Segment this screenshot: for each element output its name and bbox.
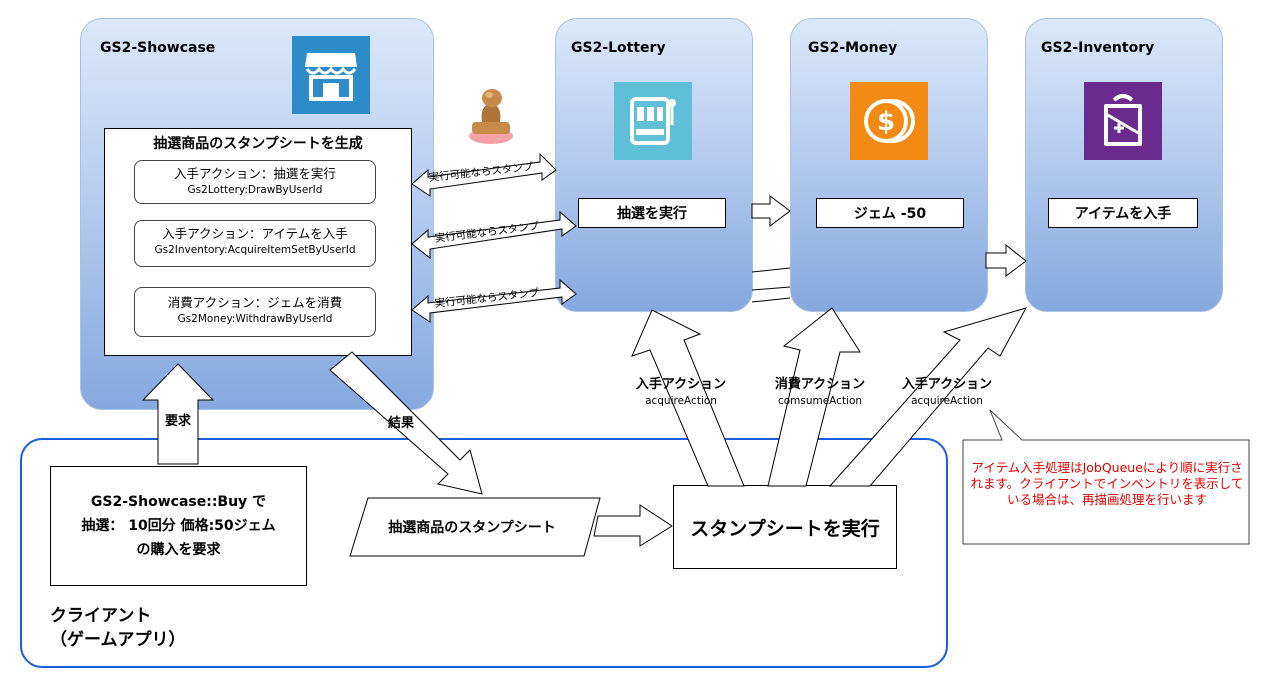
buy-request-box: GS2-Showcase::Buy で 抽選： 10回分 価格:50ジェム の購… [50, 466, 307, 586]
result-label: 結果 [388, 416, 415, 431]
execute-stamp-sheet-label: スタンプシートを実行 [690, 517, 880, 540]
request-label: 要求 [165, 414, 192, 429]
slot-machine-icon [614, 82, 692, 160]
stamp-arrow-3 [411, 278, 577, 323]
money-action-label: ジェム -50 [853, 206, 927, 222]
buy-request-line2: 抽選： 10回分 価格:50ジェム [81, 518, 276, 534]
stamp-item-withdraw: 消費アクション：ジェムを消費 Gs2Money:WithdrawByUserId [134, 287, 376, 337]
lottery-title: GS2-Lottery [571, 40, 666, 56]
backpack-icon [1084, 82, 1162, 160]
stamp-item-withdraw-method: Gs2Money:WithdrawByUserId [177, 313, 333, 325]
execute-stamp-sheet-box: スタンプシートを実行 [673, 485, 897, 569]
buy-request-line3: の購入を要求 [136, 542, 221, 558]
inventory-action-box: アイテムを入手 [1048, 198, 1198, 228]
coin-icon: $ [850, 82, 928, 160]
client-area [20, 438, 948, 668]
money-panel [790, 18, 988, 312]
stamp-item-withdraw-label: 消費アクション：ジェムを消費 [167, 295, 343, 310]
inventory-panel [1025, 18, 1223, 312]
buy-request-line1: GS2-Showcase::Buy で [90, 494, 267, 510]
acquire-action-inventory: 入手アクション acquireAction [892, 376, 1002, 410]
lottery-action-label: 抽選を実行 [617, 206, 687, 222]
stamp-arrow-2 [411, 210, 577, 260]
stamp-icon [462, 86, 520, 150]
acquire-action-inventory-sub: acquireAction [911, 395, 983, 407]
lottery-panel [555, 18, 753, 312]
execute-to-inventory-arrow [828, 307, 1028, 487]
stamp-sheet-label: 抽選商品のスタンプシート [388, 520, 556, 536]
acquire-action-inventory-label: 入手アクション [901, 377, 993, 392]
client-label-line1: クライアント [50, 606, 152, 626]
stamp-item-acquire-label: 入手アクション：アイテムを入手 [162, 226, 348, 241]
note-callout-shape [962, 409, 1250, 545]
note-text: アイテム入手処理はJobQueueにより順に実行されます。クライアントでインベン… [970, 460, 1244, 507]
consume-action-money: 消費アクション comsumeAction [762, 376, 878, 410]
svg-text:$: $ [877, 107, 895, 137]
consume-action-money-label: 消費アクション [774, 377, 866, 392]
money-to-inventory-arrow [985, 243, 1027, 277]
stamp-item-draw-method: Gs2Lottery:DrawByUserId [187, 184, 323, 196]
acquire-action-lottery-sub: acquireAction [645, 395, 717, 407]
showcase-title: GS2-Showcase [100, 40, 216, 56]
execute-to-money-arrow [767, 307, 861, 487]
lottery-to-money-arrow [751, 195, 791, 227]
storefront-icon [292, 36, 370, 114]
result-arrow [329, 351, 483, 495]
acquire-action-lottery: 入手アクション acquireAction [626, 376, 736, 410]
request-arrow [141, 363, 215, 465]
money-title: GS2-Money [808, 40, 898, 56]
client-label-line2: （ゲームアプリ） [50, 630, 186, 650]
stamp-sheet-generation-title: 抽選商品のスタンプシートを生成 [153, 136, 363, 152]
lottery-inventory-line-1 [751, 267, 791, 273]
stamp-sheet-shape [349, 497, 601, 557]
lottery-action-box: 抽選を実行 [578, 198, 726, 228]
consume-action-money-sub: comsumeAction [777, 395, 863, 407]
stamp-item-draw-label: 入手アクション：抽選を実行 [174, 166, 336, 181]
inventory-action-label: アイテムを入手 [1074, 206, 1172, 222]
stamp-item-acquire-method: Gs2Inventory:AcquireItemSetByUserId [154, 244, 356, 256]
sheet-to-execute-arrow [593, 504, 673, 547]
client-label: クライアント （ゲームアプリ） [50, 604, 186, 652]
execute-to-lottery-arrow [631, 309, 745, 487]
stamp-item-acquire: 入手アクション：アイテムを入手 Gs2Inventory:AcquireItem… [134, 220, 376, 267]
inventory-title: GS2-Inventory [1041, 40, 1155, 56]
stamp-item-draw: 入手アクション：抽選を実行 Gs2Lottery:DrawByUserId [134, 160, 376, 204]
acquire-action-lottery-label: 入手アクション [635, 377, 727, 392]
stamp-arrow-1 [411, 152, 557, 197]
lottery-inventory-line-2 [751, 286, 791, 291]
money-action-box: ジェム -50 [816, 198, 964, 228]
lottery-inventory-line-3 [751, 297, 791, 303]
